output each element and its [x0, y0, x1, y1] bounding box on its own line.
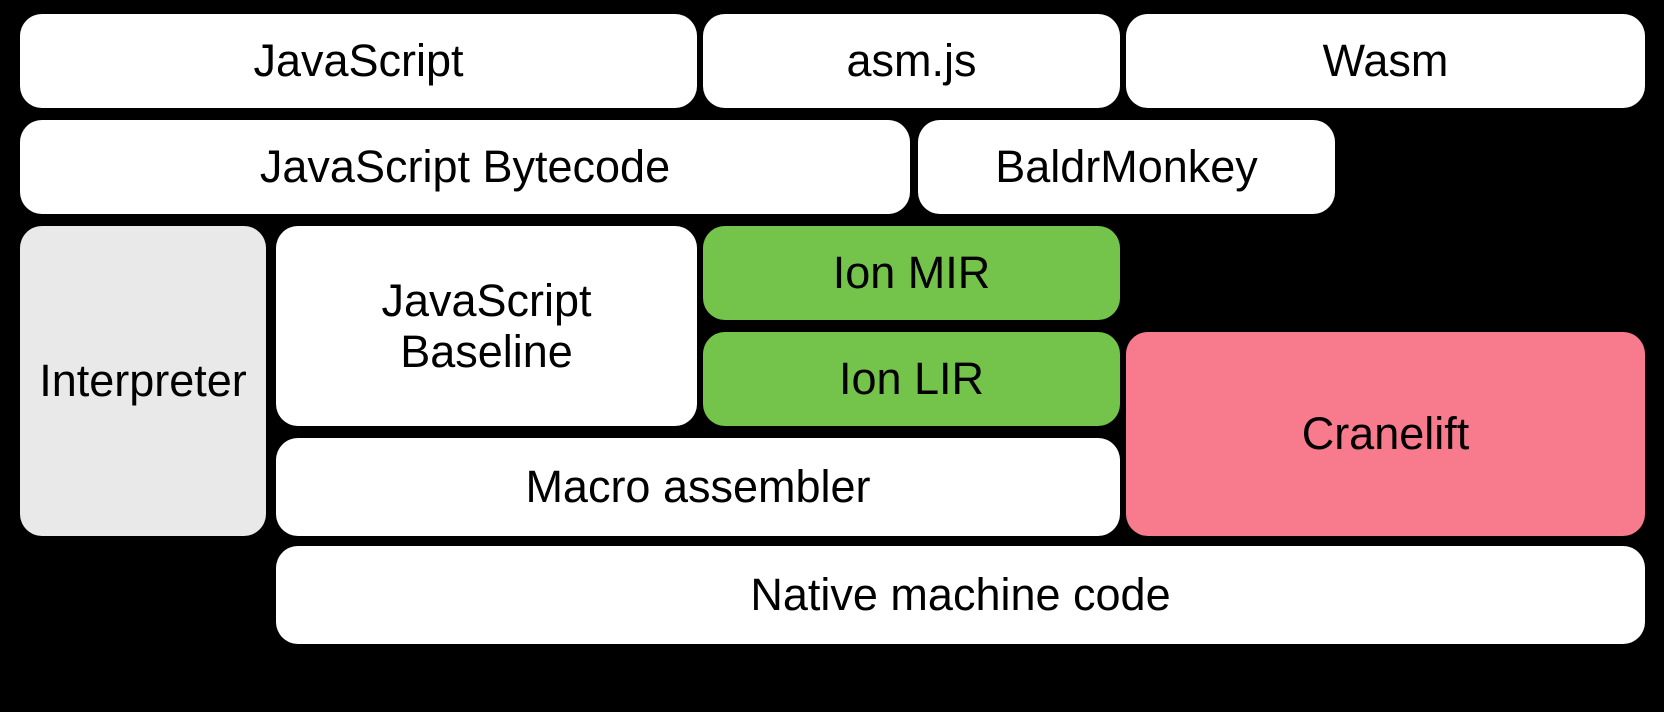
node-cranelift: Cranelift: [1126, 332, 1645, 536]
node-interpreter: Interpreter: [20, 226, 266, 536]
node-asm-js: asm.js: [703, 14, 1120, 108]
node-native-machine-code: Native machine code: [276, 546, 1645, 644]
node-javascript-bytecode: JavaScript Bytecode: [20, 120, 910, 214]
node-baldrmonkey: BaldrMonkey: [918, 120, 1335, 214]
node-javascript-baseline: JavaScript Baseline: [276, 226, 697, 426]
node-ion-lir: Ion LIR: [703, 332, 1120, 426]
node-wasm: Wasm: [1126, 14, 1645, 108]
node-macro-assembler: Macro assembler: [276, 438, 1120, 536]
node-ion-mir: Ion MIR: [703, 226, 1120, 320]
node-javascript: JavaScript: [20, 14, 697, 108]
